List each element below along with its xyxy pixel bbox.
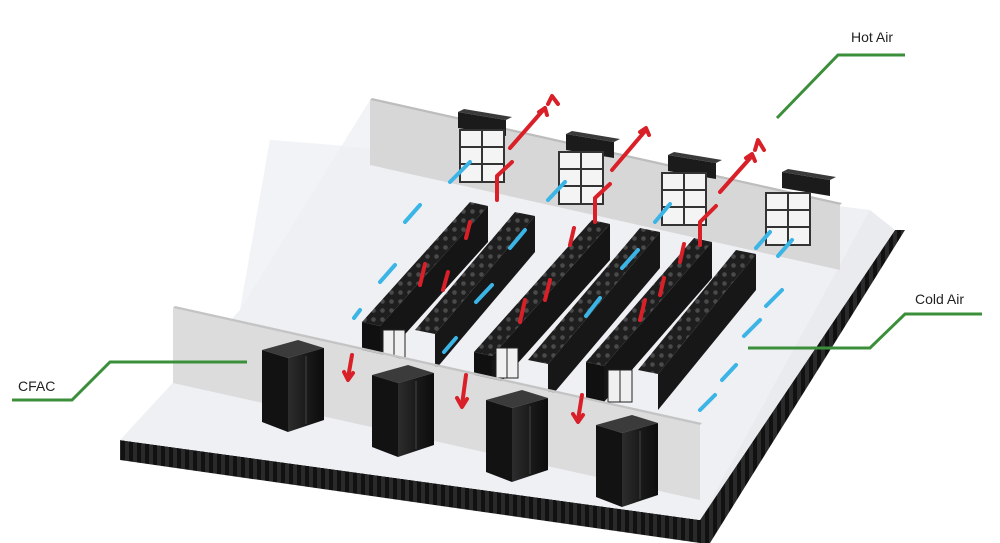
airflow-arrow-icon <box>718 154 754 194</box>
airflow-arrow-icon <box>610 128 648 172</box>
cfac-unit-icon <box>261 339 325 433</box>
cold-air-arrows <box>352 160 794 412</box>
callout-lines <box>12 53 982 402</box>
server-rack-row-5 <box>586 238 712 403</box>
airflow-arrow-icon <box>593 182 612 224</box>
airflow-arrow-icon <box>495 160 514 202</box>
cfac-label: CFAC <box>18 378 56 394</box>
cold-air-label: Cold Air <box>915 291 965 307</box>
airflow-arrow-icon <box>460 373 468 407</box>
hot-air-arrows <box>342 94 766 424</box>
airflow-arrow-icon <box>418 262 427 287</box>
cfac-unit-icon <box>595 414 659 508</box>
window-icon <box>765 192 811 246</box>
hot-air-label: Hot Air <box>851 29 894 45</box>
cfac-unit-icon <box>485 389 549 483</box>
airflow-arrow-icon <box>448 160 472 184</box>
airflow-arrow-icon <box>576 393 584 422</box>
airflow-arrow-icon <box>698 204 718 247</box>
cfac-unit-icon <box>371 364 435 458</box>
window-icon <box>661 172 707 226</box>
hot-air-callout-line <box>775 53 905 120</box>
airflow-arrow-icon <box>508 106 547 150</box>
cold-air-callout-line <box>748 312 982 350</box>
airflow-arrow-icon <box>346 353 354 380</box>
server-rack-row-6 <box>638 250 756 410</box>
cfac-callout-line <box>12 360 247 402</box>
